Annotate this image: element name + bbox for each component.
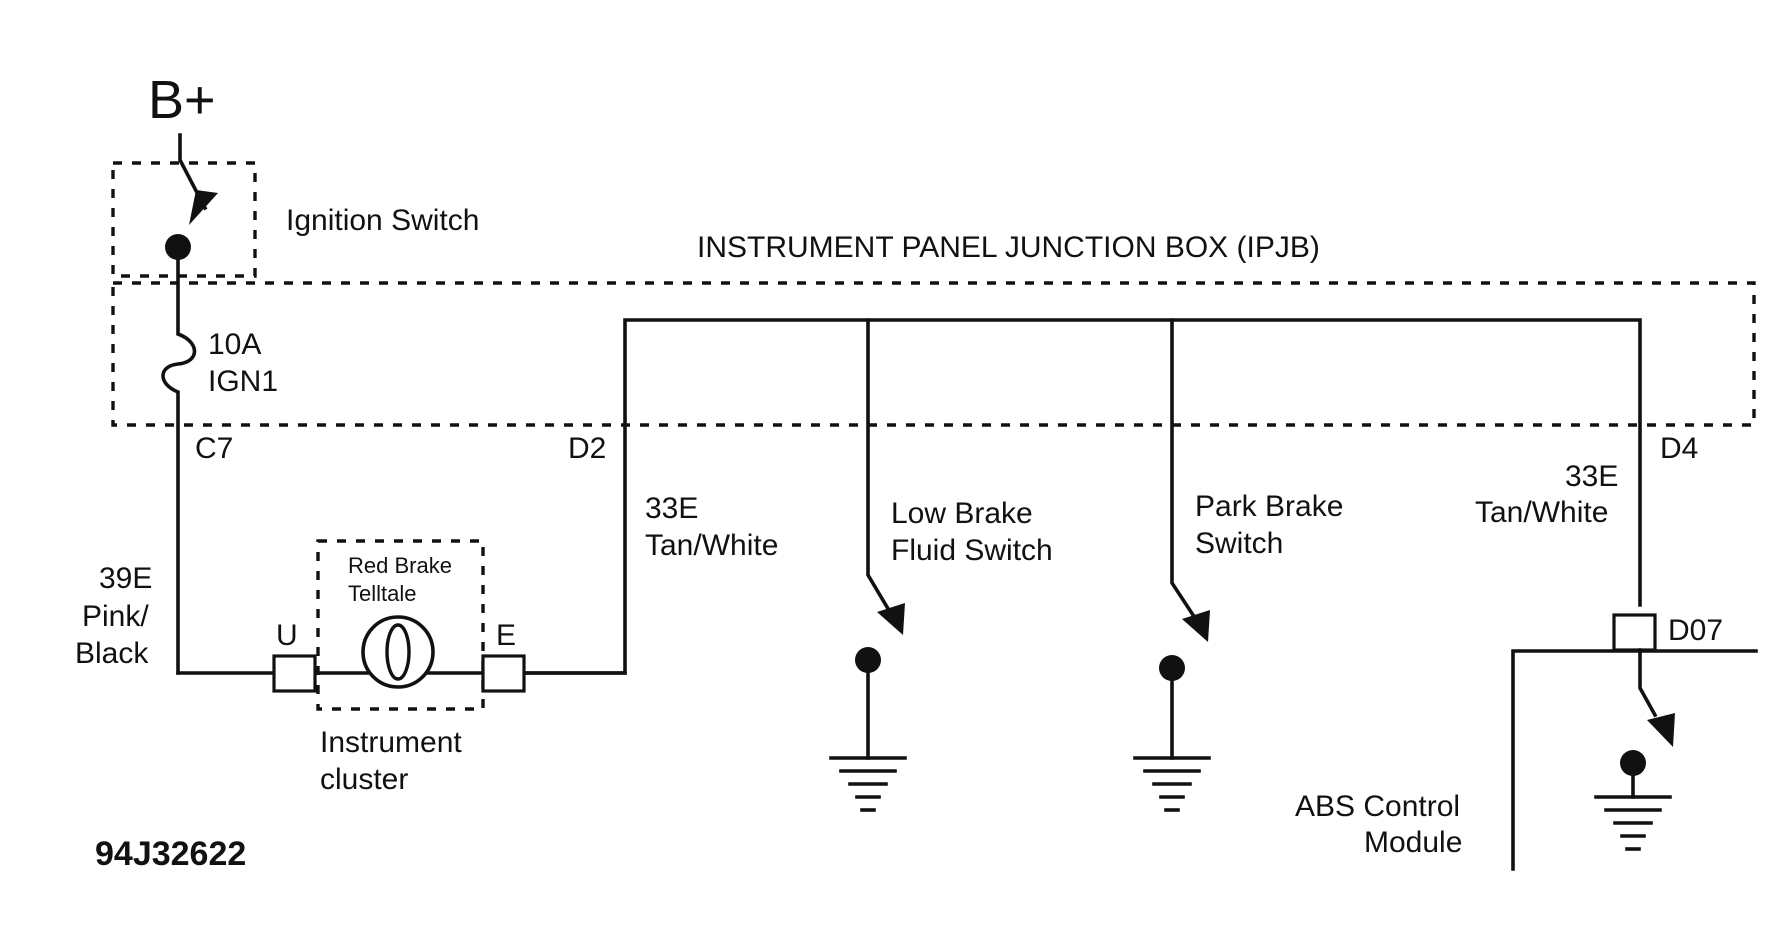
battery-supply-label: B+: [148, 70, 216, 130]
connector-u: [272, 654, 317, 693]
low-brake-ground-icon: [829, 756, 907, 812]
abs-module-label-2: Module: [1364, 826, 1462, 859]
wire-33e-left-circuit-label: 33E: [645, 492, 698, 525]
fuse-name-label: IGN1: [208, 365, 278, 398]
park-brake-switch-arm: [1170, 318, 1198, 621]
park-brake-switch-label-2: Switch: [1195, 527, 1283, 560]
connector-d4-label: D4: [1660, 432, 1698, 465]
junction-box-label: INSTRUMENT PANEL JUNCTION BOX (IPJB): [697, 231, 1320, 264]
instrument-cluster-label-2: cluster: [320, 763, 408, 796]
ignition-switch-arrow-icon: [189, 190, 218, 225]
wire-39e-circuit-label: 39E: [99, 562, 152, 595]
low-brake-switch-arrow-icon: [877, 603, 905, 635]
fuse-rating-label: 10A: [208, 328, 261, 361]
ignition-switch-box: [111, 161, 257, 278]
park-brake-switch-arrow-icon: [1182, 610, 1210, 642]
telltale-filament-icon: [385, 623, 411, 681]
connector-e-label: E: [496, 619, 516, 652]
ignition-switch-label: Ignition Switch: [286, 204, 479, 237]
telltale-bulb-icon: [361, 615, 435, 689]
abs-module-outline: [1511, 649, 1758, 871]
connector-e: [481, 654, 526, 693]
connector-u-label: U: [276, 619, 298, 652]
instrument-cluster-box: [316, 539, 485, 711]
abs-module-label-1: ABS Control: [1295, 790, 1460, 823]
connector-d2-label: D2: [568, 432, 606, 465]
abs-switch-arrow-icon: [1647, 713, 1675, 747]
wire-39e-color-label-1: Pink/: [82, 600, 149, 633]
telltale-label-2: Telltale: [348, 581, 416, 606]
abs-switch-arm: [1638, 648, 1658, 718]
junction-box-outline: [111, 281, 1756, 427]
wire-33e-left-color-label: Tan/White: [645, 529, 778, 562]
wire-39e-color-label-2: Black: [75, 637, 149, 670]
bus-wire-33e: [523, 318, 1642, 675]
wire-33e-right-color-label: Tan/White: [1475, 496, 1608, 529]
park-brake-ground-icon: [1133, 756, 1211, 812]
connector-d07: [1612, 613, 1657, 652]
telltale-label-1: Red Brake: [348, 553, 452, 578]
abs-ground-icon: [1594, 795, 1672, 851]
low-brake-switch-arm: [866, 318, 893, 615]
low-brake-switch-label-2: Fluid Switch: [891, 534, 1053, 567]
low-brake-switch-label-1: Low Brake: [891, 497, 1033, 530]
park-brake-switch-label-1: Park Brake: [1195, 490, 1343, 523]
wire-33e-right-circuit-label: 33E: [1565, 460, 1618, 493]
connector-d07-label: D07: [1668, 614, 1723, 647]
connector-c7-label: C7: [195, 432, 233, 465]
figure-id-label: 94J32622: [95, 835, 246, 873]
fuse-and-feed-wire: [161, 245, 197, 675]
instrument-cluster-label-1: Instrument: [320, 726, 462, 759]
